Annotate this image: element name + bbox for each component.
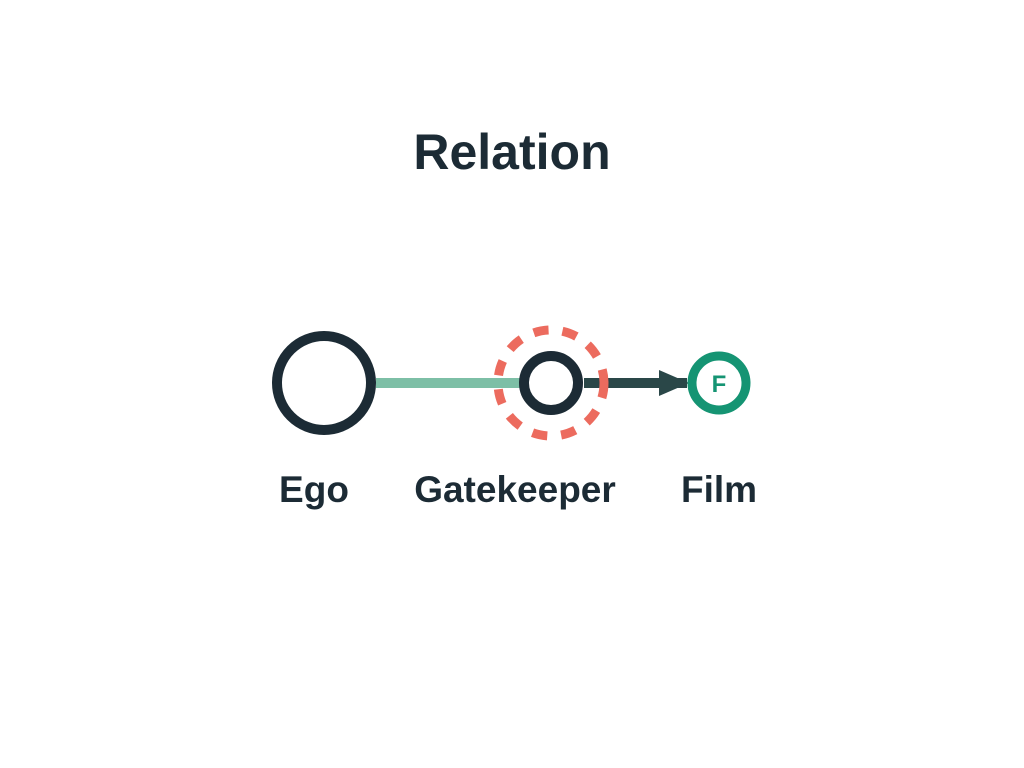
film-node-badge: F	[712, 371, 727, 398]
film-label: Film	[680, 469, 758, 510]
ego-label: Ego	[279, 469, 349, 510]
gatekeeper-highlight-ring	[493, 325, 609, 441]
slide-title: Relation	[413, 124, 611, 180]
film-node	[687, 351, 751, 415]
gatekeeper-label: Gatekeeper	[414, 469, 616, 510]
ego-node	[272, 331, 376, 435]
gatekeeper-node	[519, 351, 583, 415]
